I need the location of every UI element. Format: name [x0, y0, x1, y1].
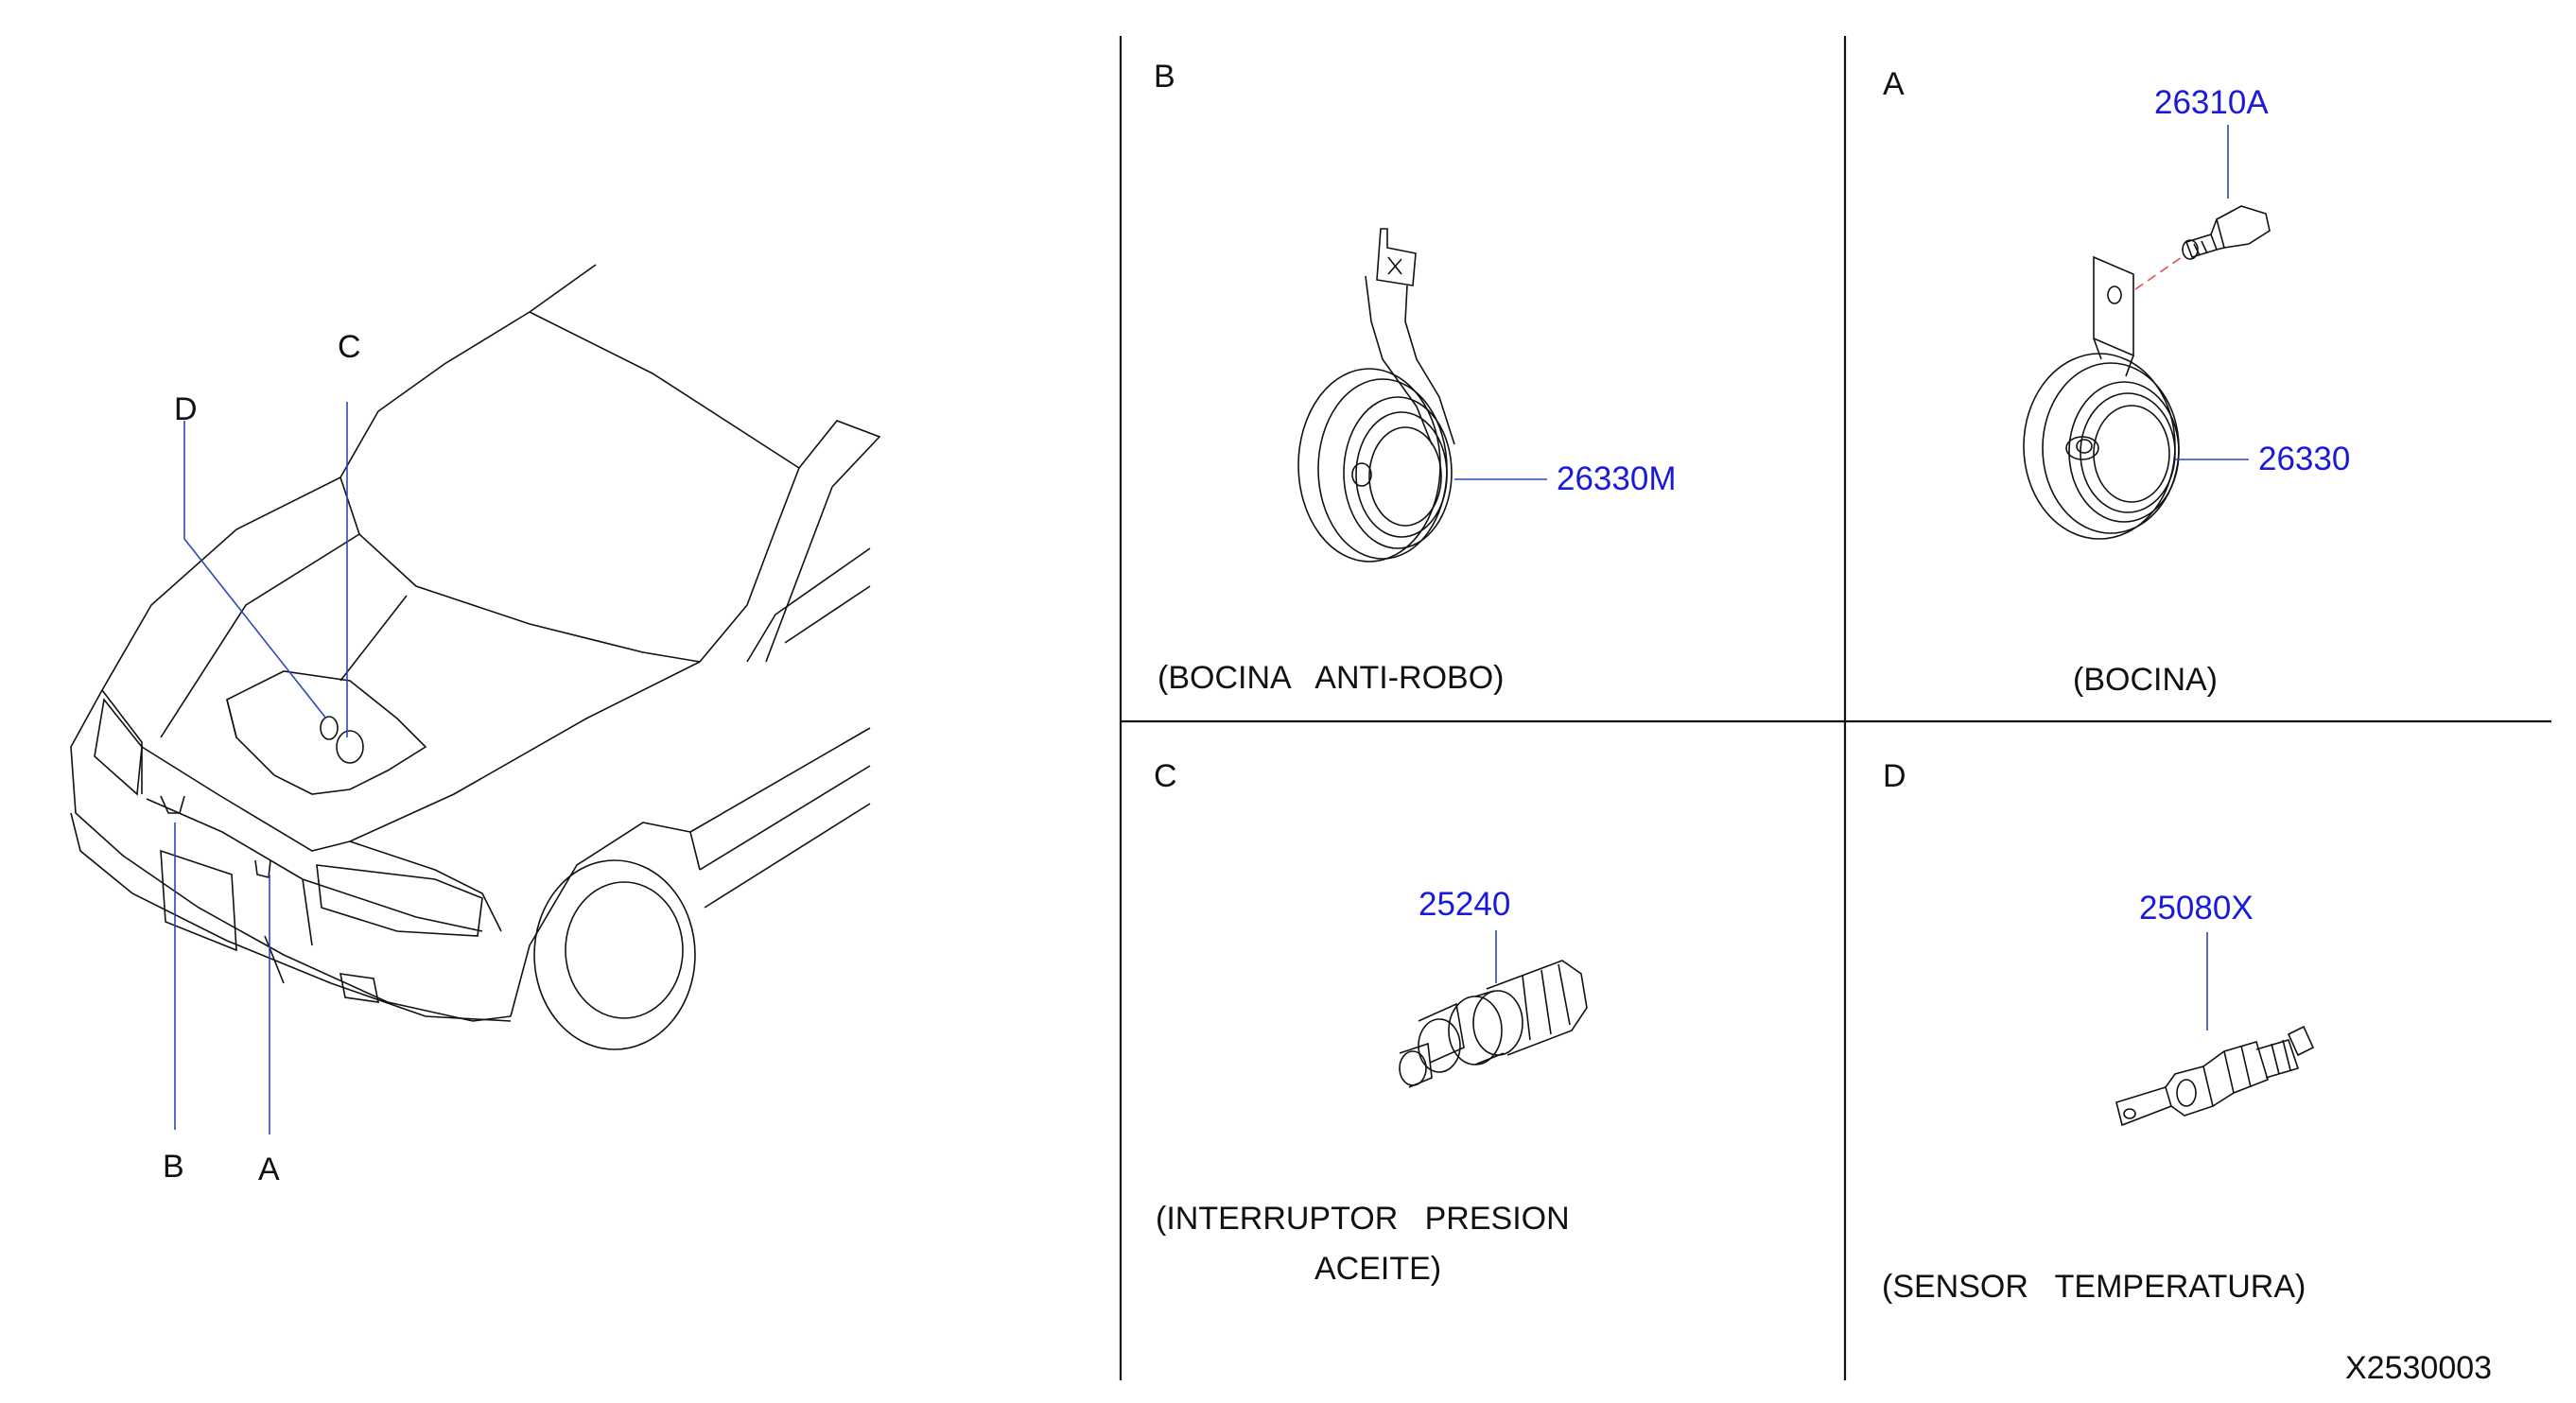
caption-bocina-anti-robo: (BOCINA ANTI-ROBO): [1157, 660, 1504, 696]
caption-aceite: ACEITE): [1314, 1251, 1441, 1287]
bolt-alignment-line: [2134, 254, 2185, 290]
part-number-26330m: 26330M: [1557, 460, 1676, 497]
car-illustration: [70, 264, 881, 1050]
car-callout-leaders: [174, 402, 348, 1135]
part-number-25080x: 25080X: [2139, 890, 2254, 927]
part-number-26330: 26330: [2258, 441, 2350, 477]
callout-a: A: [258, 1152, 280, 1187]
part-number-26310a: 26310A: [2154, 84, 2269, 121]
caption-interruptor-presion: (INTERRUPTOR PRESION: [1156, 1201, 1570, 1237]
oil-pressure-switch-icon: [1399, 960, 1588, 1088]
panel-b-letter: B: [1154, 59, 1175, 95]
caption-sensor-temperatura: (SENSOR TEMPERATURA): [1882, 1269, 2306, 1305]
part-number-25240: 25240: [1419, 886, 1510, 923]
caption-bocina: (BOCINA): [2073, 662, 2218, 698]
horn-with-bracket-icon: [1297, 228, 1455, 563]
callout-b: B: [163, 1149, 184, 1185]
callout-c: C: [338, 329, 361, 365]
panel-b: B 26330M (BOCINA ANTI-ROBO): [1154, 59, 1676, 696]
panel-a: A 26310A 26330 (BOCINA): [1883, 66, 2350, 698]
panel-c: C 25240 (INTERRUPTOR PRESION ACEITE): [1154, 758, 1588, 1287]
bolt-icon: [2182, 205, 2271, 260]
temperature-sensor-icon: [2115, 1025, 2315, 1127]
panel-dividers: [1119, 36, 2551, 1380]
callout-d: D: [174, 391, 198, 427]
panel-a-letter: A: [1883, 66, 1905, 102]
horn-with-bolt-icon: [2023, 255, 2180, 540]
diagram-code: X2530003: [2345, 1350, 2492, 1386]
panel-d-letter: D: [1883, 758, 1906, 794]
panel-c-letter: C: [1154, 758, 1177, 794]
panel-d: D 25080X (SENSOR TEMPERATURA): [1882, 758, 2315, 1305]
